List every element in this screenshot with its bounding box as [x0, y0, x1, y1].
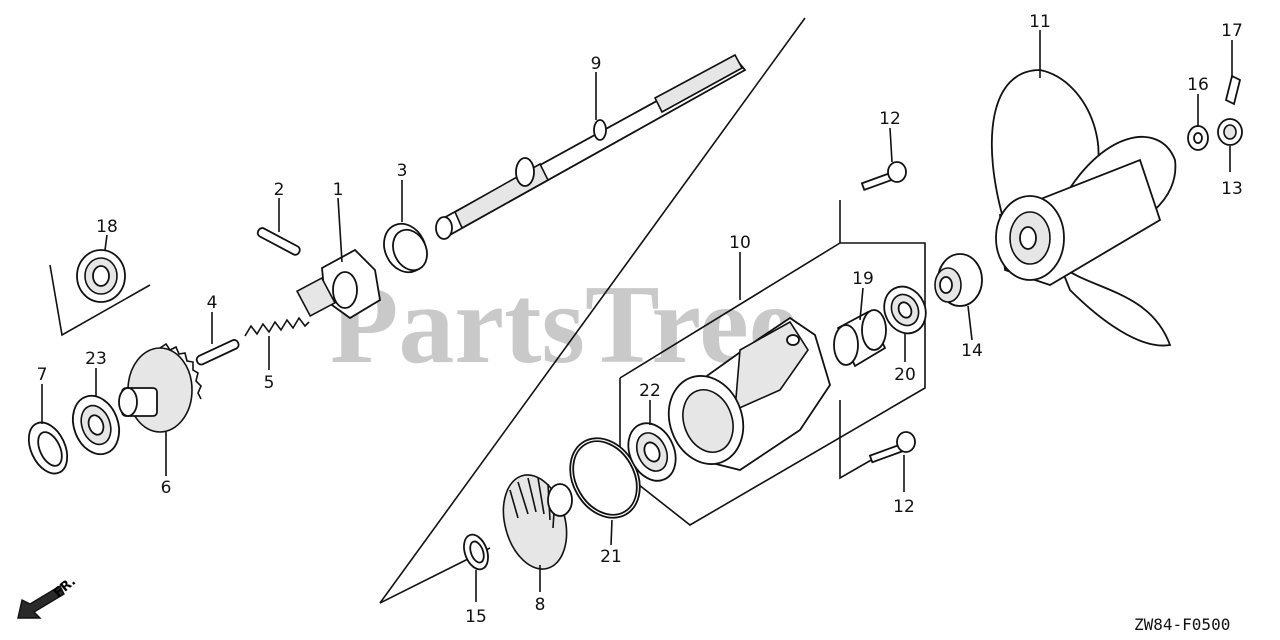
bracket-12-bottom	[839, 400, 881, 480]
propeller	[990, 69, 1177, 347]
shift-pin	[195, 339, 240, 366]
callout-12-upper: 12	[879, 109, 901, 129]
callout-14: 14	[961, 341, 983, 361]
callout-2: 2	[274, 180, 285, 200]
thrust-washer-15	[463, 533, 489, 571]
callout-17: 17	[1221, 21, 1243, 41]
bearing-18	[76, 249, 126, 303]
bolt-12-upper	[860, 161, 907, 192]
callout-8: 8	[535, 595, 546, 615]
callout-16: 16	[1187, 75, 1209, 95]
callout-15: 15	[465, 607, 487, 627]
callout-6: 6	[161, 478, 172, 498]
callout-12-lower: 12	[893, 497, 915, 517]
thrust-washer-7	[27, 421, 69, 475]
needle-bearing	[833, 309, 887, 368]
clutch-retainer-ring	[383, 222, 428, 274]
bracket-18	[49, 264, 151, 337]
callout-7: 7	[37, 365, 48, 385]
castle-nut	[1217, 118, 1243, 146]
propeller-shaft	[435, 53, 747, 240]
forward-gear	[118, 342, 202, 433]
thrust-washer-14	[934, 253, 983, 307]
bolt-12-lower	[868, 431, 916, 464]
callout-11: 11	[1029, 12, 1051, 32]
callout-4: 4	[207, 293, 218, 313]
callout-13: 13	[1221, 179, 1243, 199]
oil-seal	[883, 285, 927, 335]
diagram-code: ZW84-F0500	[1134, 615, 1230, 634]
bearing-23	[72, 394, 120, 456]
leader-lines	[41, 30, 1233, 602]
cotter-pin	[1224, 74, 1242, 106]
callout-22: 22	[639, 381, 661, 401]
bearing-holder	[667, 316, 831, 471]
callout-1: 1	[333, 180, 344, 200]
callout-21: 21	[600, 547, 622, 567]
clutch-shifter	[295, 248, 381, 320]
bearing-22	[627, 422, 677, 482]
o-ring	[569, 437, 641, 519]
shift-spring	[244, 316, 310, 337]
callout-3: 3	[397, 161, 408, 181]
forward-direction-arrow: FR.	[17, 574, 79, 619]
callout-9: 9	[591, 54, 602, 74]
washer-16	[1187, 125, 1209, 151]
callout-23: 23	[85, 349, 107, 369]
clutch-pin	[256, 227, 301, 256]
group-outline-triangle	[379, 17, 806, 604]
callout-5: 5	[264, 373, 275, 393]
callout-10: 10	[729, 233, 751, 253]
callout-19: 19	[852, 269, 874, 289]
callout-20: 20	[894, 365, 916, 385]
callouts: 1 2 3 4 5 6 7 8 9 10 11 12 12 13 14 15 1…	[37, 12, 1243, 627]
callout-18: 18	[96, 217, 118, 237]
reverse-gear	[502, 474, 573, 570]
